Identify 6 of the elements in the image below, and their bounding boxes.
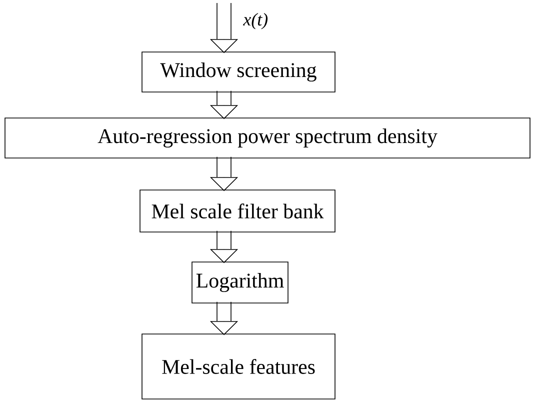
process-box: Mel-scale features (142, 334, 336, 400)
process-box: Window screening (142, 52, 336, 92)
process-box: Mel scale filter bank (140, 190, 336, 232)
process-box: Auto-regression power spectrum density (4, 118, 530, 158)
edge-label: x(t) (242, 12, 268, 30)
process-box: Logarithm (192, 262, 288, 304)
